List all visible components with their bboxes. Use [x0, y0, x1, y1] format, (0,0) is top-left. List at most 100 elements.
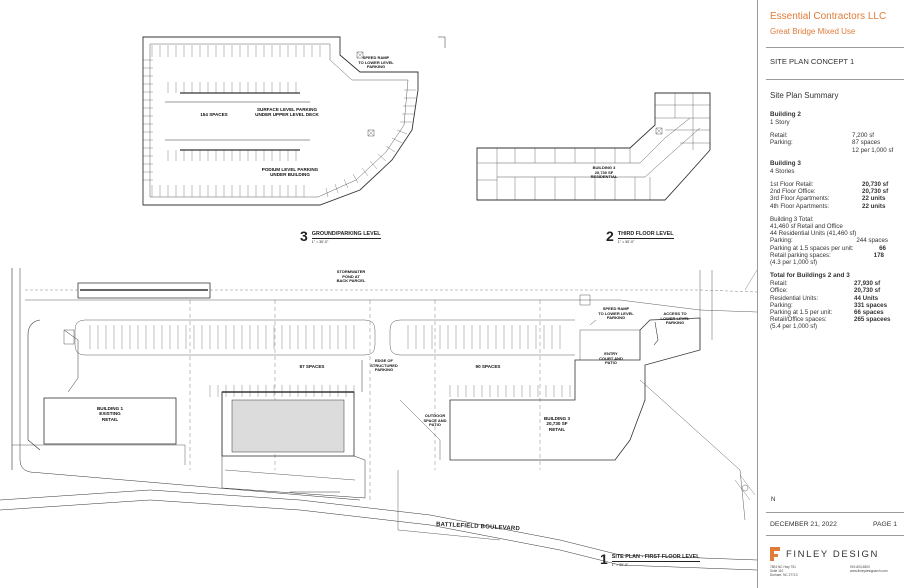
view-name: GROUND/PARKING LEVEL: [311, 231, 381, 239]
row-value: 87 spaces: [852, 139, 881, 147]
finley-logo-icon: [770, 547, 780, 561]
row-value: 66: [879, 244, 886, 252]
project-name: Great Bridge Mixed Use: [770, 27, 856, 36]
totals-row: Retail/Office spaces: 265 spacees: [770, 316, 900, 323]
row-value: 20,730 sf: [862, 181, 889, 189]
firm-contact: 919-603-8300 www.finleydesignarch.com: [850, 565, 888, 573]
building1-label: BUILDING 1 EXISTING RETAIL: [96, 406, 124, 422]
firm-logo: FINLEY DESIGN: [769, 546, 879, 562]
entry-court-label: ENTRY COURT AND PATIO: [599, 351, 623, 366]
building3-ratio: (4.3 per 1,000 sf): [770, 259, 818, 267]
row-value: 12 per 1,000 sf: [852, 146, 894, 154]
divider: [766, 79, 904, 80]
row-label: 4th Floor Apartments:: [770, 202, 830, 210]
row-value: 20,730 sf: [854, 287, 881, 295]
row-label: Parking:: [770, 139, 793, 147]
row-value: 178: [873, 251, 884, 259]
view-scale: 1" = 30'-0": [611, 563, 629, 567]
site-plan-drawing: [0, 36, 757, 571]
row-value: 22 units: [862, 195, 886, 203]
outdoor-space-label: OUTDOOR SPACE AND PATIO: [423, 413, 447, 428]
view-title-ground: 3 GROUND/PARKING LEVEL 1" = 30'-0": [300, 229, 381, 244]
building3-row: 2nd Floor Office:20,730 sf: [770, 188, 900, 195]
third-floor-plan: [476, 92, 711, 201]
building2-retail-row: Retail: 7,200 sf: [770, 132, 900, 139]
row-label: Retail/Office spaces:: [770, 316, 827, 324]
row-label: Parking:: [770, 237, 793, 245]
row-label: Retail:: [770, 132, 788, 140]
row-label: Office:: [770, 287, 788, 295]
ramp-label-lower: SPEED RAMP TO LOWER LEVEL PARKING: [598, 306, 634, 321]
totals-row: Parking: 331 spaces: [770, 302, 900, 309]
building3-title: Building 3: [770, 159, 801, 167]
building3-total-line2: 44 Residential Units (41,460 sf): [770, 230, 857, 238]
ground-level-plan: [142, 36, 446, 206]
podium-parking-label: PODIUM LEVEL PARKING UNDER BUILDING: [261, 167, 319, 178]
row-label: Parking:: [770, 301, 793, 309]
building3-retail-parking-row: Retail parking spaces: 178: [770, 252, 900, 259]
row-value: 7,200 sf: [852, 132, 875, 140]
row-value: 265 spacees: [854, 316, 891, 324]
totals-ratio: (5.4 per 1,000 sf): [770, 323, 818, 331]
ramp-label-upper: SPEED RAMP TO LOWER LEVEL PARKING: [358, 55, 394, 70]
building3-row: 3rd Floor Apartments: 22 units: [770, 195, 900, 202]
site-plan-summary: Building 2 1 Story Retail: 7,200 sf Park…: [770, 111, 900, 331]
view-number: 1: [600, 551, 608, 567]
building3-residential-label: BUILDING 3 20,730 SF RESIDENTIAL: [590, 165, 618, 180]
title-block: Essential Contractors LLC Great Bridge M…: [757, 0, 907, 588]
edge-structured-label: EDGE OF STRUCTURED PARKING: [370, 358, 398, 373]
row-label: Parking at 1.5 per unit:: [770, 309, 833, 317]
row-value: 331 spaces: [854, 301, 888, 309]
totals-title: Total for Buildings 2 and 3: [770, 272, 850, 280]
view-title-third: 2 THIRD FLOOR LEVEL 1" = 30'-0": [606, 229, 674, 244]
surface-parking-label: SURFACE LEVEL PARKING UNDER UPPER LEVEL …: [255, 107, 319, 118]
totals-row: Residential Units:44 Units: [770, 295, 900, 302]
sheet-title: SITE PLAN CONCEPT 1: [770, 57, 855, 66]
building3-parking15-row: Parking at 1.5 spaces per unit: 66: [770, 245, 900, 252]
building2-title: Building 2: [770, 111, 801, 118]
row-label: Parking at 1.5 spaces per unit:: [770, 244, 854, 252]
firm-name: FINLEY DESIGN: [786, 548, 879, 560]
building3-total-line1: 41,460 sf Retail and Office: [770, 223, 843, 231]
building3-row: 1st Floor Retail: 20,730 sf: [770, 181, 900, 188]
view-name: SITE PLAN - FIRST FLOOR LEVEL: [611, 554, 700, 562]
page-number: PAGE 1: [872, 521, 897, 528]
building3-subtitle: 4 Stories: [770, 167, 795, 175]
view-scale: 1" = 30'-0": [311, 240, 329, 244]
spaces-90-label: 90 SPACES: [475, 364, 501, 369]
row-label: Retail parking spaces:: [770, 251, 831, 259]
building3-retail-label: BUILDING 3 20,730 SF RETAIL: [543, 416, 571, 432]
view-number: 2: [606, 228, 614, 244]
totals-row: Parking at 1.5 per unit: 66 spaces: [770, 309, 900, 316]
spaces-154-label: 154 SPACES: [200, 112, 228, 117]
drawing-area: SPEED RAMP TO LOWER LEVEL PARKING 154 SP…: [0, 36, 757, 571]
first-floor-site-plan: [0, 268, 757, 571]
firm-address: 7804 NC Hwy 751 Suite 110 Durham, NC 277…: [770, 565, 798, 577]
building3-parking-row: Parking: 244 spaces: [770, 237, 900, 244]
sheet-date: DECEMBER 21, 2022: [770, 521, 837, 528]
building3-total-title: Building 3 Total:: [770, 215, 814, 223]
stormwater-label: STORMWATER POND AT BACK PARCEL: [336, 269, 366, 284]
view-title-first: 1 SITE PLAN - FIRST FLOOR LEVEL 1" = 30'…: [600, 552, 700, 567]
totals-row: Retail:27,930 sf: [770, 280, 900, 287]
view-scale: 1" = 30'-0": [617, 240, 635, 244]
access-lower-label: ACCESS TO LOWER LEVEL PARKING: [660, 311, 690, 326]
totals-row: Office: 20,730 sf: [770, 287, 900, 294]
row-label: 3rd Floor Apartments:: [770, 195, 830, 203]
divider: [766, 47, 904, 48]
row-label: 2nd Floor Office:: [770, 188, 816, 196]
row-label: Retail:: [770, 280, 788, 288]
view-number: 3: [300, 228, 308, 244]
company-name: Essential Contractors LLC: [770, 11, 887, 22]
building2-ratio-row: 12 per 1,000 sf: [770, 147, 900, 154]
divider: [766, 512, 904, 513]
summary-title: Site Plan Summary: [770, 91, 839, 100]
row-value: 66 spaces: [854, 309, 884, 317]
row-value: 44 Units: [854, 294, 879, 302]
row-label: 1st Floor Retail:: [770, 181, 814, 189]
view-name: THIRD FLOOR LEVEL: [617, 231, 674, 239]
north-label: N: [771, 497, 776, 503]
building2-subtitle: 1 Story: [770, 119, 790, 126]
